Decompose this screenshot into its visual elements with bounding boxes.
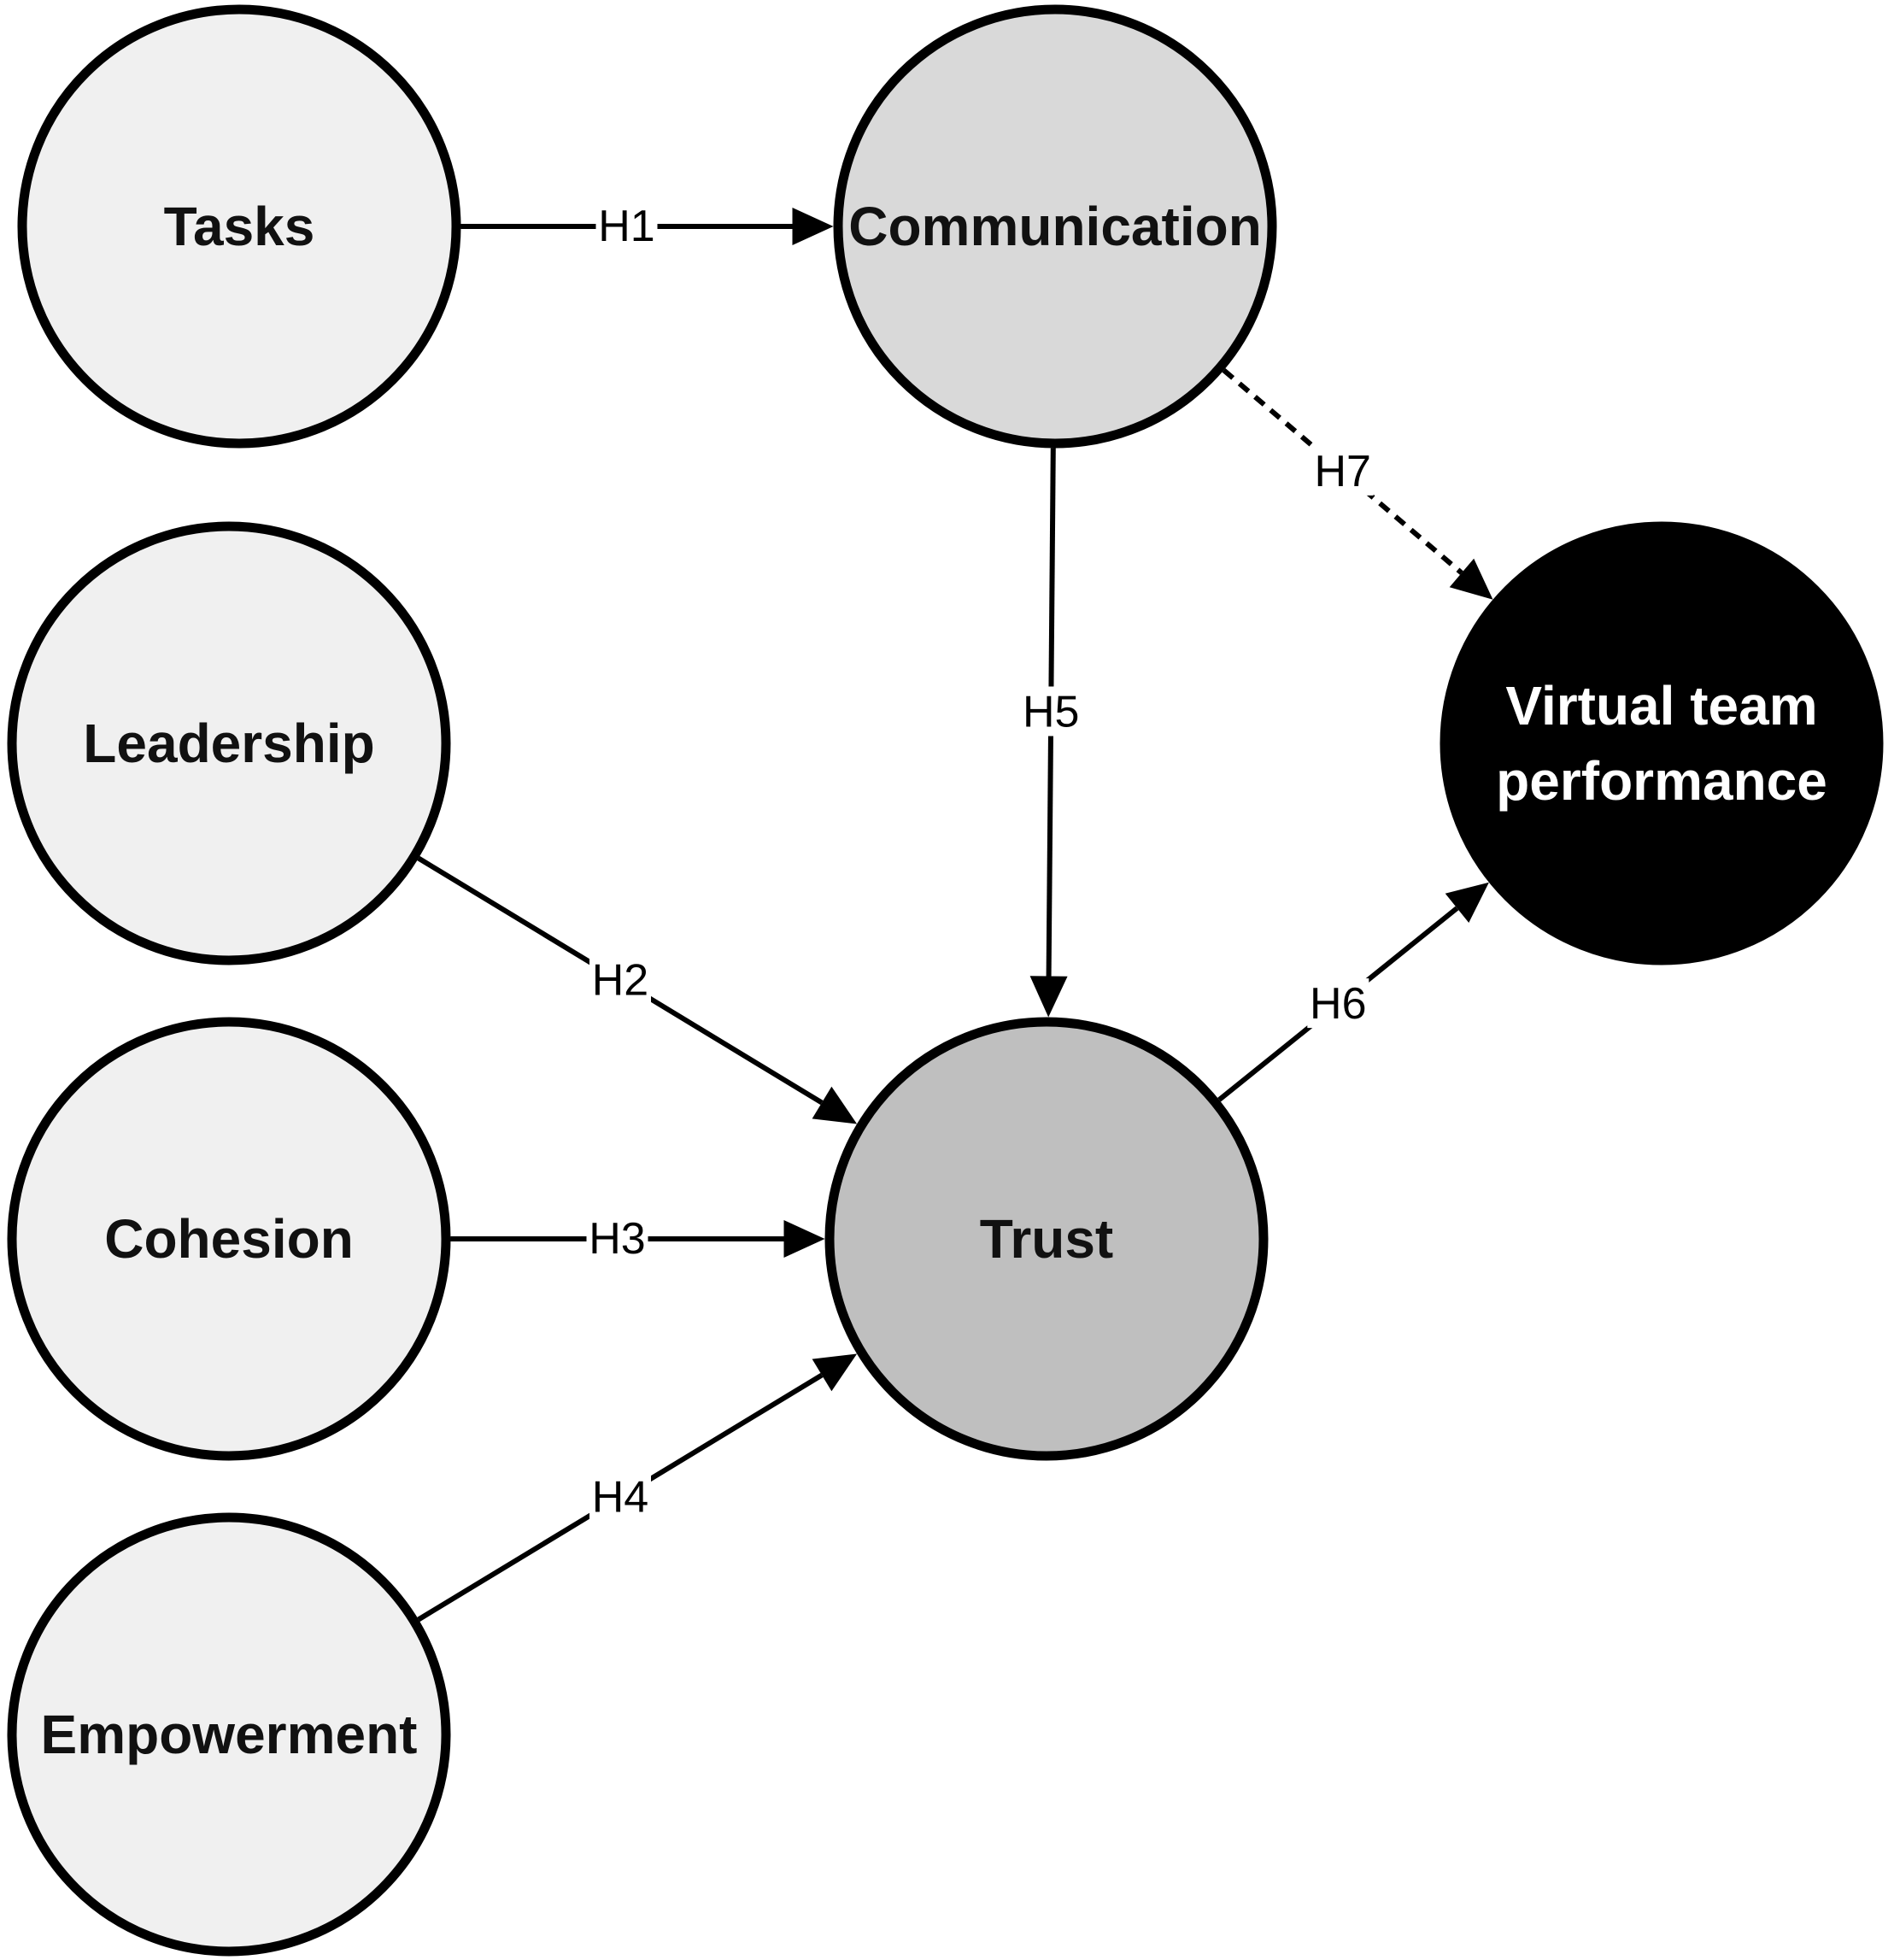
node-label-empowerment: Empowerment [41, 1704, 418, 1765]
edge-label-bg-h3 [586, 1213, 648, 1263]
node-label-leadership: Leadership [83, 713, 374, 774]
edge-label-h2: H2 [592, 956, 648, 1006]
node-circle-trust [824, 1017, 1269, 1461]
node-trust: Trust [824, 1017, 1269, 1461]
edge-label-h1: H1 [598, 202, 654, 251]
node-circle-cohesion [7, 1017, 451, 1461]
node-label-vtp-line-2: performance [1496, 750, 1827, 812]
edge-label-h3: H3 [589, 1214, 645, 1264]
node-circle-vtp [1440, 521, 1884, 965]
node-circle-empowerment [7, 1512, 451, 1957]
node-tasks: Tasks [17, 4, 461, 449]
arrowhead-h5 [1029, 976, 1068, 1018]
arrowhead-h1 [792, 208, 834, 245]
edge-label-h4: H4 [592, 1472, 648, 1522]
node-label-communication: Communication [848, 196, 1262, 257]
edge-h1: H1 [460, 201, 834, 251]
node-circle-tasks [17, 4, 461, 449]
edge-label-bg-h5 [1020, 686, 1082, 736]
node-label-tasks: Tasks [164, 196, 315, 257]
arrowhead-h3 [783, 1220, 825, 1258]
edge-line-h7 [1222, 368, 1463, 575]
arrowhead-h7 [1449, 558, 1493, 600]
edge-label-bg-h6 [1307, 978, 1369, 1029]
node-circle-leadership [7, 521, 451, 965]
edge-h5: H5 [1020, 448, 1082, 1018]
edge-label-h6: H6 [1310, 979, 1366, 1029]
node-communication: Communication [833, 4, 1277, 449]
node-label-cohesion: Cohesion [104, 1208, 354, 1270]
nodes-layer: Tasks CommunicationLeadershipCohesionEmpo… [7, 4, 1884, 1957]
edge-label-bg-h4 [589, 1471, 651, 1522]
node-empowerment: Empowerment [7, 1512, 451, 1957]
arrowhead-h4 [812, 1353, 858, 1392]
node-leadership: Leadership [7, 521, 451, 965]
node-label-trust: Trust [980, 1208, 1113, 1270]
node-cohesion: Cohesion [7, 1017, 451, 1461]
edge-h6: H6 [1217, 882, 1489, 1102]
edge-h7: H7 [1222, 368, 1493, 600]
edge-label-bg-h2 [589, 954, 651, 1005]
edge-h2: H2 [417, 855, 858, 1124]
edge-label-h5: H5 [1023, 688, 1079, 737]
node-vtp: Virtual team performance [1440, 521, 1884, 965]
node-circle-communication [833, 4, 1277, 449]
edge-h3: H3 [450, 1213, 825, 1264]
arrowhead-h6 [1445, 882, 1489, 923]
edge-label-bg-h7 [1311, 445, 1374, 496]
arrowhead-h2 [812, 1086, 858, 1124]
edge-label-bg-h1 [595, 201, 658, 250]
edge-label-h7: H7 [1314, 447, 1370, 496]
edge-h4: H4 [417, 1353, 858, 1623]
node-label-vtp-line-1: Virtual team [1505, 675, 1817, 736]
